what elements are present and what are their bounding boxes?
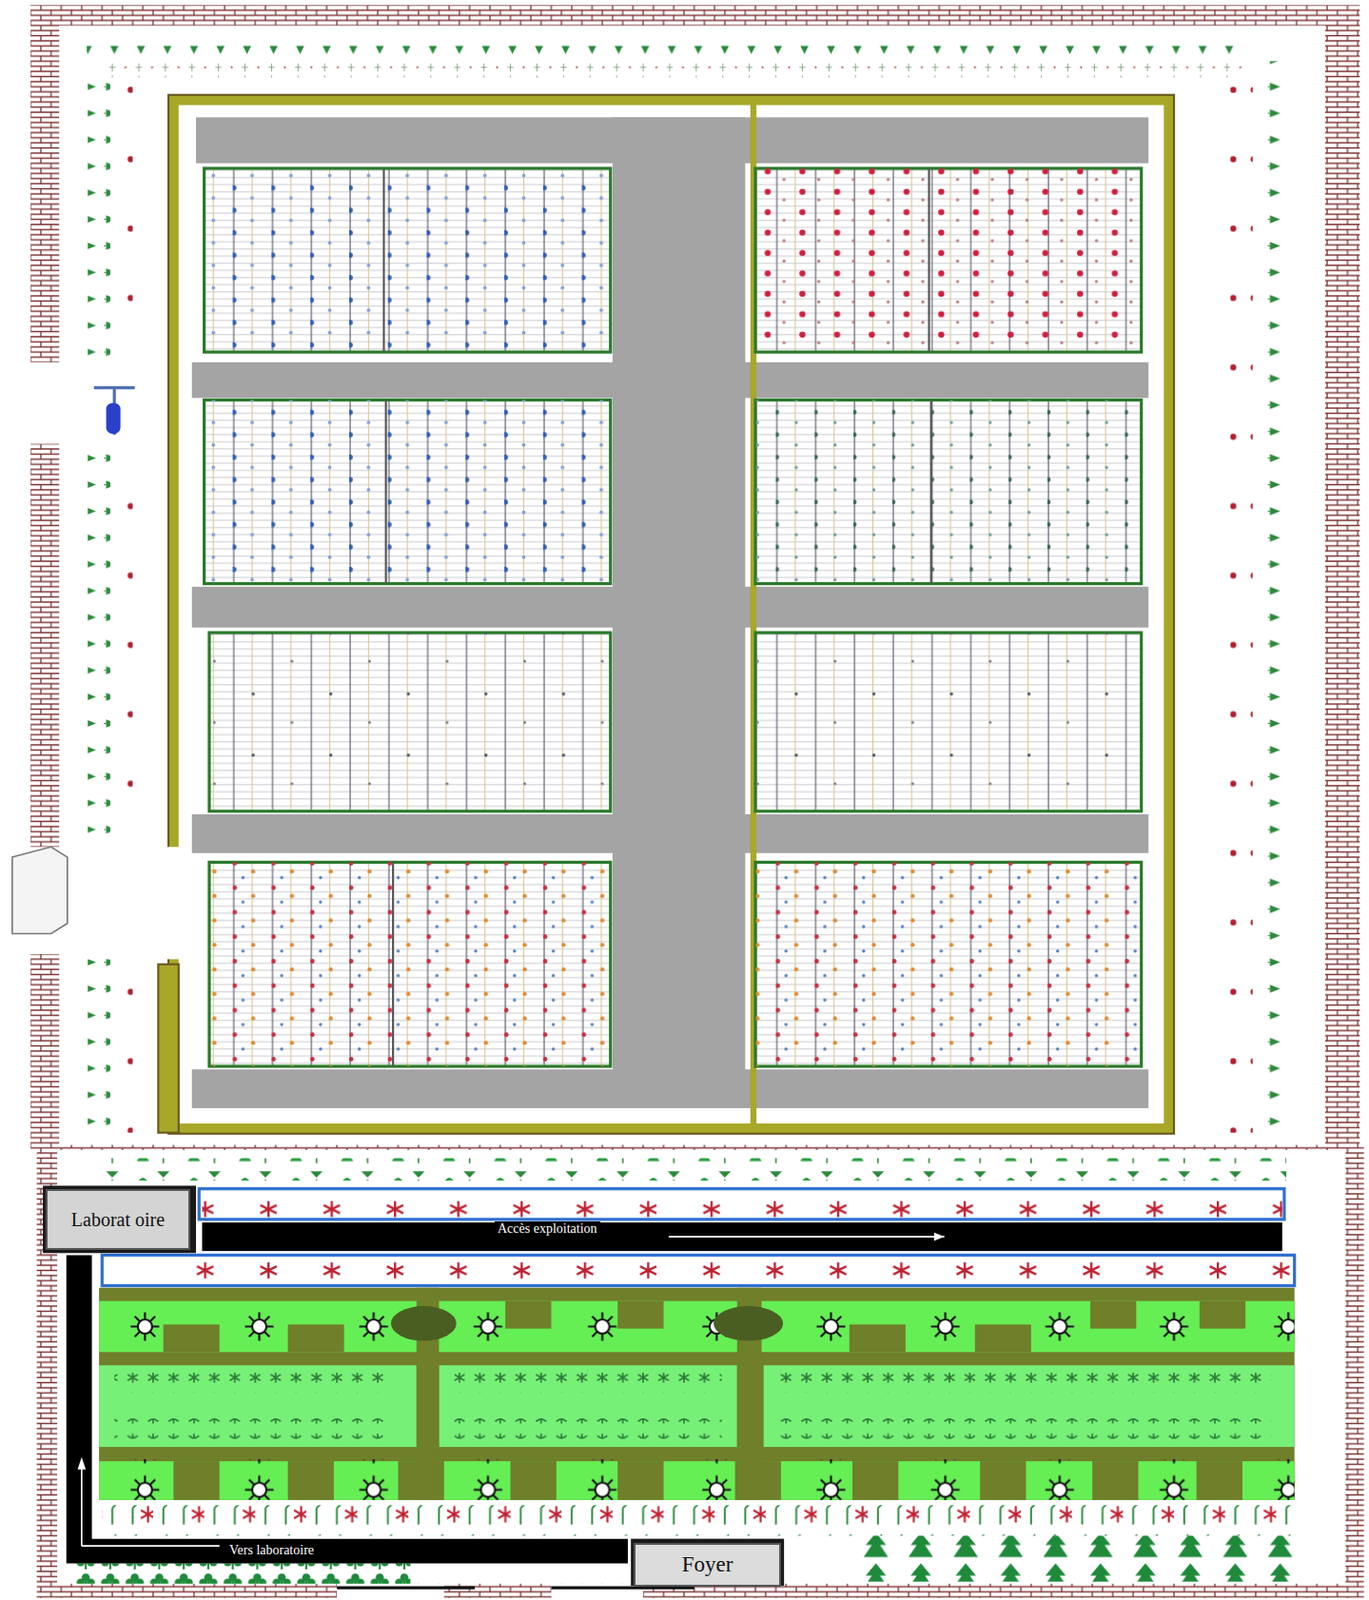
building-name: Foyer	[682, 1552, 734, 1577]
road-label: Vers laboratoire	[226, 1543, 317, 1559]
building-name: Laborat oire	[71, 1209, 165, 1232]
building-box: Laborat oire	[45, 1189, 191, 1251]
road-label: Accès exploitation	[494, 1221, 601, 1237]
building-box: Foyer	[633, 1543, 782, 1587]
